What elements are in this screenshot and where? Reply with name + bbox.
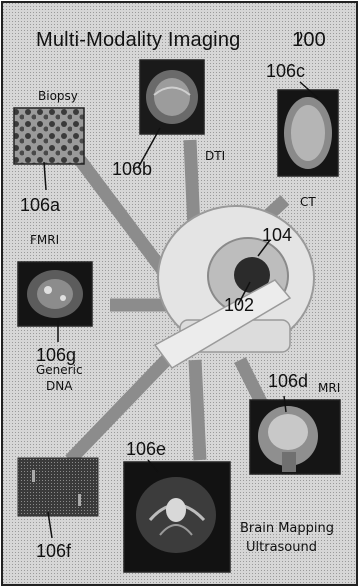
label-ultrasound-line1: Brain Mapping — [240, 522, 334, 535]
figure-title: Multi-Modality Imaging — [36, 30, 240, 50]
label-ct: CT — [300, 196, 316, 208]
connector-us — [195, 360, 200, 460]
panel-dna — [18, 458, 98, 516]
label-ultrasound-line2: Ultrasound — [246, 541, 317, 554]
label-dti: DTI — [205, 150, 225, 162]
panel-mri — [250, 400, 340, 474]
ref-106c: 106c — [266, 62, 305, 80]
ref-106b: 106b — [112, 160, 152, 178]
figure-title-ref: 100 — [292, 30, 326, 50]
ref-106g: 106g — [36, 346, 76, 364]
panel-dti — [140, 60, 204, 134]
label-biopsy: Biopsy — [38, 90, 78, 102]
ref-106a: 106a — [20, 196, 60, 214]
ref-104: 104 — [262, 226, 292, 244]
panel-fmri — [18, 262, 92, 326]
ref-106e: 106e — [126, 440, 166, 458]
label-fmri: FMRI — [30, 234, 59, 246]
ref-102: 102 — [224, 296, 254, 314]
ref-106f: 106f — [36, 542, 71, 560]
panel-biopsy — [14, 108, 84, 164]
label-dna-line2: DNA — [46, 380, 72, 392]
panel-ct — [278, 90, 338, 176]
label-dna-line1: Generic — [36, 364, 83, 376]
label-mri: MRI — [318, 382, 340, 394]
ref-106d: 106d — [268, 372, 308, 390]
panel-ultrasound — [124, 462, 230, 572]
